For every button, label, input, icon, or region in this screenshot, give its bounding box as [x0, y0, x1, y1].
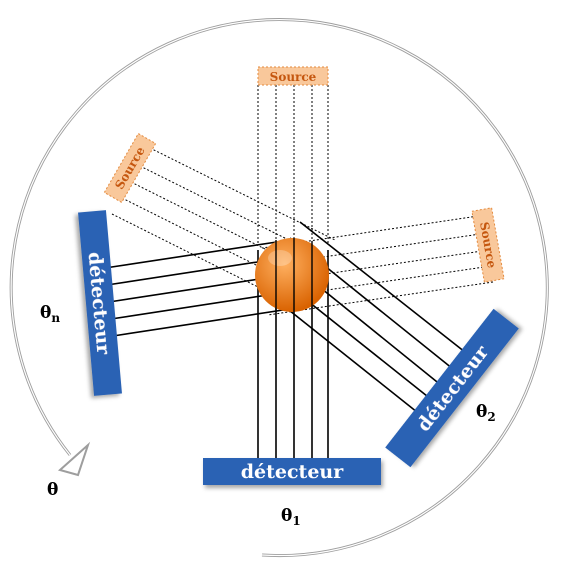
object-sphere: [255, 238, 329, 312]
source-right: Source: [471, 207, 505, 283]
detector-bottom: détecteur: [203, 458, 381, 485]
rotation-arrowhead-icon: [57, 441, 91, 477]
theta-2-label: θ2: [476, 402, 496, 424]
theta-1-label: θ1: [281, 506, 301, 528]
source-top-label: Source: [270, 70, 317, 84]
source-top: Source: [257, 66, 329, 86]
rotation-arrow: [9, 18, 549, 558]
detector-bottom-label: détecteur: [241, 461, 344, 483]
theta-rotation-label: θ: [47, 480, 58, 500]
rays-over-sphere: [275, 238, 313, 312]
detector-left: détecteur: [78, 210, 122, 396]
source-left: Source: [103, 132, 157, 204]
theta-n-label: θn: [40, 303, 60, 325]
